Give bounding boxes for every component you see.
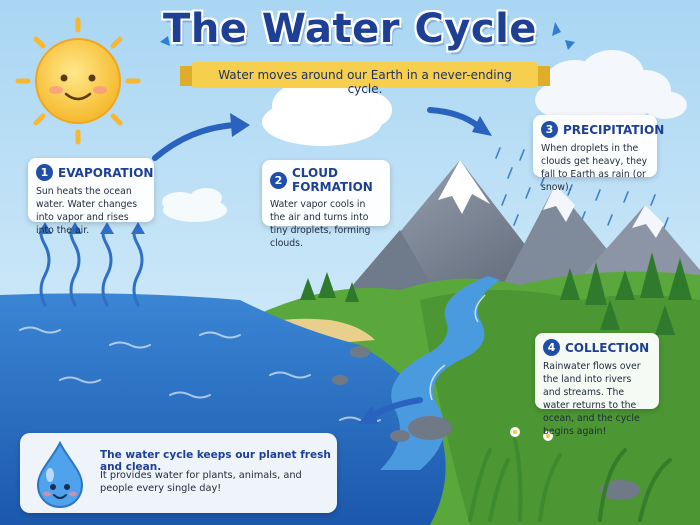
arrow-icon xyxy=(230,113,492,424)
step-number-badge: 3 xyxy=(541,121,558,138)
step-description: Rainwater flows over the land into river… xyxy=(543,361,641,437)
sun-icon xyxy=(15,17,141,145)
step-card-collection: 4 COLLECTION Rainwater flows over the la… xyxy=(535,333,659,437)
river-icon xyxy=(380,276,500,470)
step-description: Sun heats the ocean water. Water changes… xyxy=(36,186,138,236)
step-description: When droplets in the clouds get heavy, t… xyxy=(541,143,648,193)
subtitle-ribbon xyxy=(180,62,550,88)
step-title: PRECIPITATION xyxy=(563,122,665,137)
step-title: COLLECTION xyxy=(565,340,650,355)
step-title: CLOUD FORMATION xyxy=(292,166,373,194)
step-card-cloud-formation: 2 CLOUD FORMATION Water vapor cools in t… xyxy=(262,160,390,249)
step-description: Water vapor cools in the air and turns i… xyxy=(270,199,371,249)
cloud-icon xyxy=(535,50,687,126)
summary-headline: The water cycle keeps our planet fresh a… xyxy=(100,449,331,473)
step-card-header: 3 PRECIPITATION xyxy=(541,121,664,138)
step-card-evaporation: 1 EVAPORATION Sun heats the ocean water.… xyxy=(28,158,154,236)
page-title: The Water Cycle xyxy=(163,6,537,52)
step-number-badge: 4 xyxy=(543,339,560,356)
step-card-header: 2 CLOUD FORMATION xyxy=(270,166,382,194)
step-card-precipitation: 3 PRECIPITATION When droplets in the clo… xyxy=(533,115,664,193)
step-number-badge: 2 xyxy=(270,171,287,189)
title-decoration xyxy=(160,20,575,50)
subtitle: Water moves around our Earth in a never-… xyxy=(218,68,512,96)
step-card-header: 4 COLLECTION xyxy=(543,339,651,356)
cloud-icon xyxy=(162,188,227,222)
step-number-badge: 1 xyxy=(36,164,53,181)
water-droplet-mascot-icon xyxy=(36,441,84,509)
rocks xyxy=(332,346,640,500)
foreground-plants xyxy=(468,427,672,522)
summary-text: It provides water for plants, animals, a… xyxy=(100,470,302,494)
river-highlights xyxy=(429,294,486,401)
arrow-icon xyxy=(152,107,481,419)
step-card-header: 1 EVAPORATION xyxy=(36,164,153,181)
summary-panel: The water cycle keeps our planet fresh a… xyxy=(20,433,337,513)
step-title: EVAPORATION xyxy=(58,165,154,180)
arrow-icon xyxy=(38,222,145,234)
trees xyxy=(300,252,692,335)
